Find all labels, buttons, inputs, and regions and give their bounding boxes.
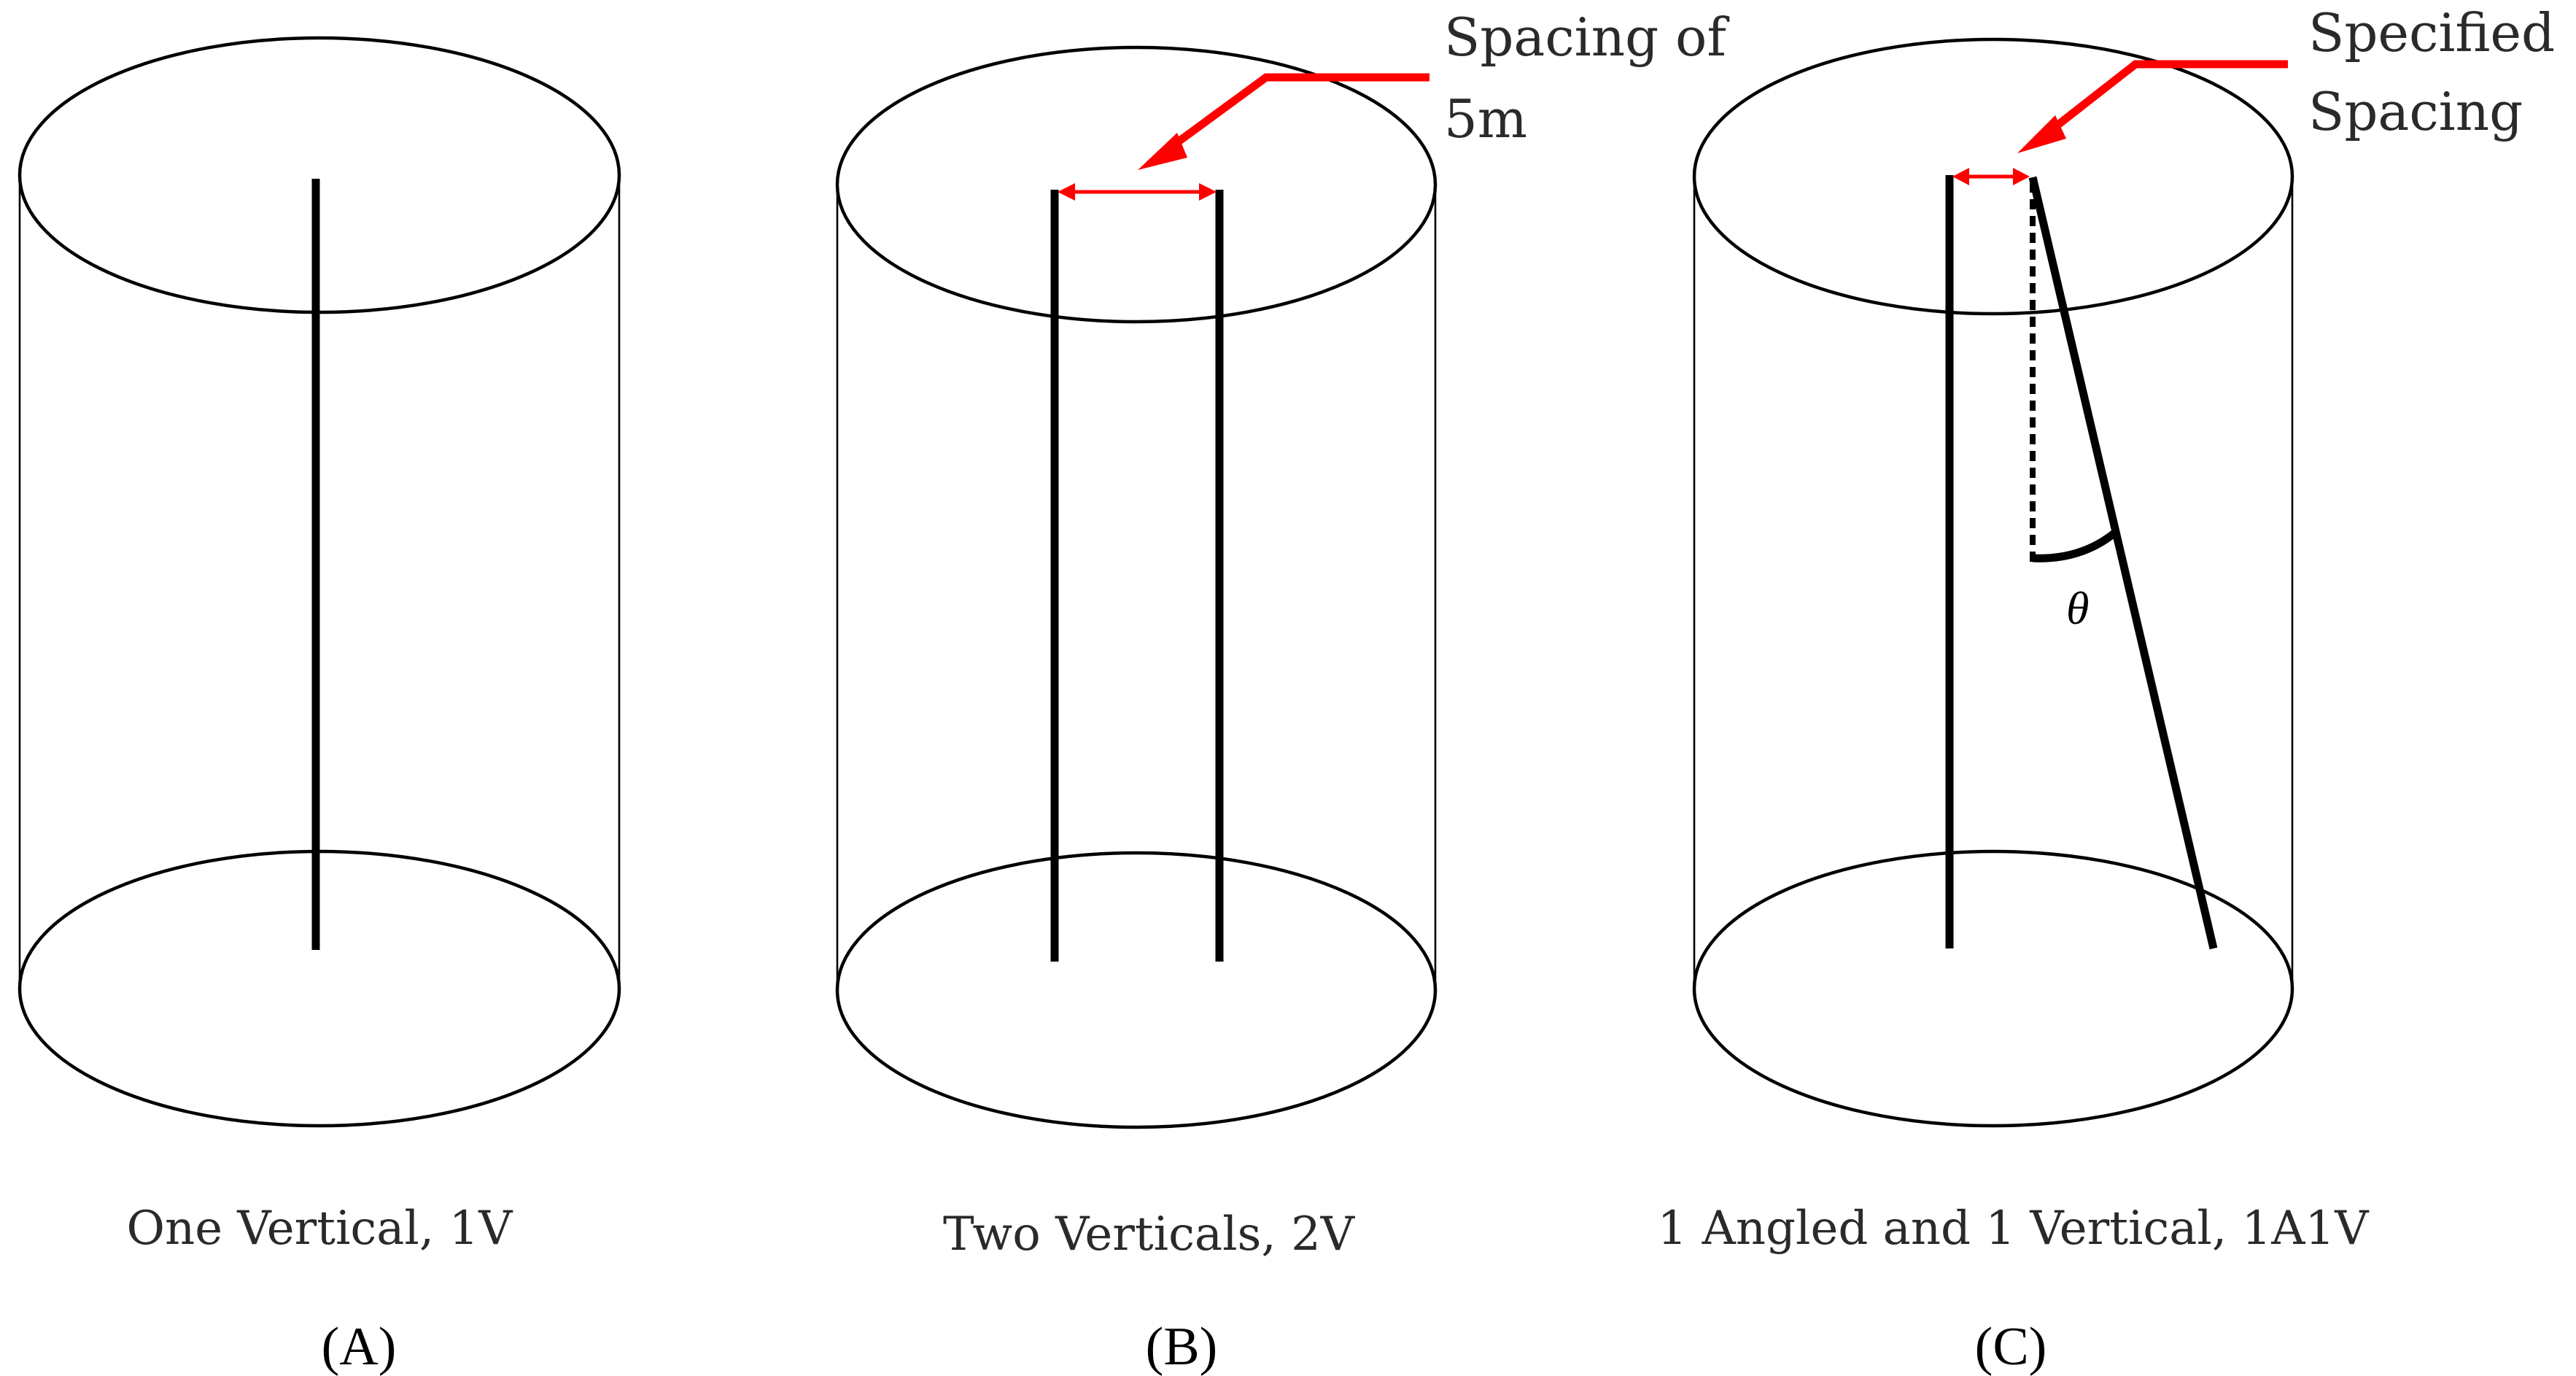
- spacing-dimension-arrow: [1952, 168, 2030, 185]
- annotation-pointer-arrow: [2017, 60, 2288, 153]
- annotation-text-line-2: 5m: [1444, 88, 1527, 150]
- annotation-text-line-1: Spacing of: [1444, 7, 1729, 68]
- spacing-dimension-arrow: [1058, 183, 1217, 201]
- panel-caption: One Vertical, 1V: [127, 1202, 514, 1256]
- annotation-text-line-1: Specified: [2308, 2, 2555, 63]
- cylinder-c: [1692, 37, 2294, 1128]
- annotation-text-line-2: Spacing: [2308, 81, 2523, 142]
- annotation-pointer-arrow: [1138, 73, 1429, 170]
- panel-c: θ Specified Spacing 1 Angled and 1 Verti…: [1658, 2, 2556, 1376]
- angle-arc: [2032, 529, 2118, 563]
- panel-caption: Two Verticals, 2V: [943, 1207, 1356, 1261]
- panel-b: Spacing of 5m Two Verticals, 2V (B): [835, 7, 1729, 1376]
- panel-a: One Vertical, 1V (A): [18, 36, 621, 1376]
- cylinder-top-ellipse: [835, 45, 1438, 324]
- cylinder-bottom-ellipse: [835, 851, 1438, 1129]
- angled-pipe: [2028, 176, 2218, 950]
- panel-label: (C): [1975, 1317, 2047, 1376]
- panel-caption: 1 Angled and 1 Vertical, 1A1V: [1658, 1202, 2370, 1256]
- panel-label: (B): [1146, 1317, 1218, 1376]
- panel-label: (A): [322, 1317, 397, 1376]
- angle-symbol: θ: [2066, 582, 2089, 634]
- cylinder-b: [835, 45, 1438, 1129]
